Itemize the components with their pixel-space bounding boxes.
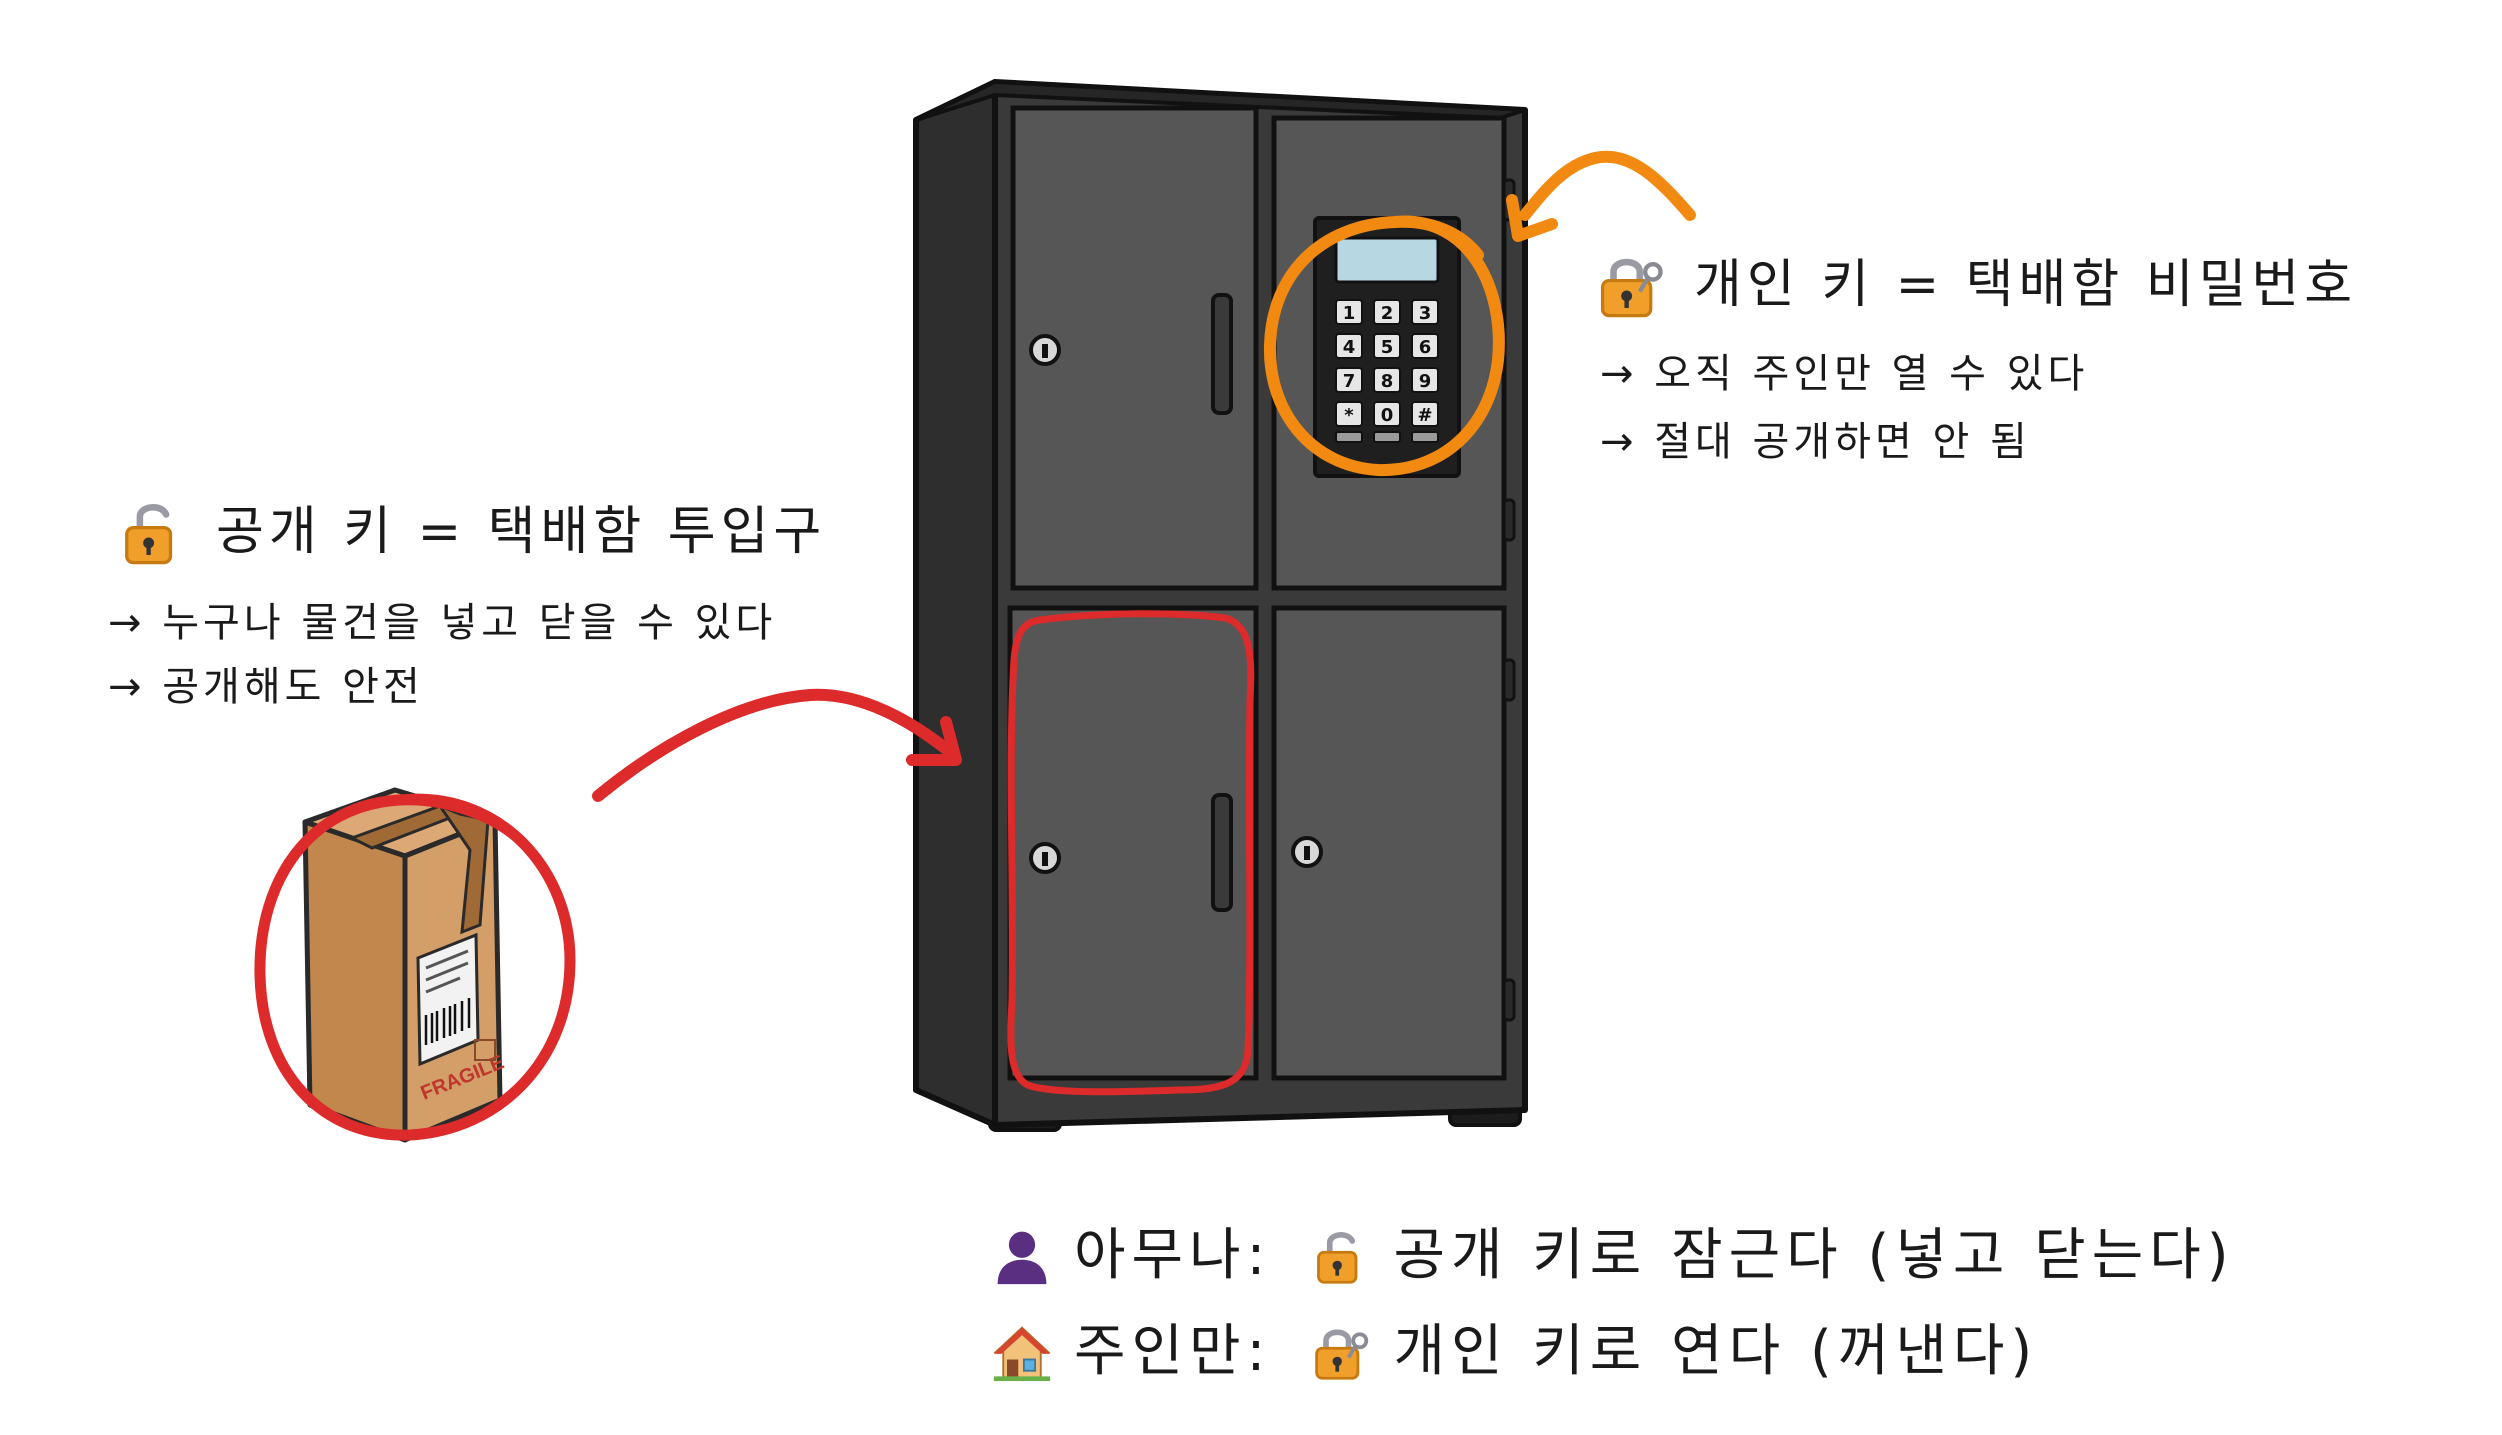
keypad-key (1373, 299, 1401, 325)
keypad-key-label: 2 (1381, 303, 1394, 324)
keypad-display (1334, 236, 1440, 284)
keypad-key (1411, 333, 1439, 359)
keypad-key (1335, 299, 1363, 325)
keypad-key-label: 6 (1419, 337, 1432, 358)
public-key-title: 공개 키 = 택배함 투입구 (118, 497, 826, 567)
unlocked-padlock-icon (1311, 1226, 1371, 1286)
keypad-key (1335, 401, 1363, 427)
legend-action-anyone: 공개 키로 잠근다 (넣고 닫는다) (1393, 1223, 2235, 1288)
private-key-line-1: → 오직 주인만 열 수 있다 (1600, 351, 2089, 397)
unlocked-padlock-icon (118, 497, 188, 567)
keypad-key (1335, 367, 1363, 393)
keypad-function-key (1411, 431, 1439, 443)
locker-side-panel (913, 79, 998, 1128)
handle-with-care-icon (474, 1039, 496, 1061)
door-handle (1211, 793, 1233, 912)
keyhole-slot (1042, 344, 1048, 358)
keypad-function-key (1373, 431, 1401, 443)
keypad-key-label: 9 (1419, 371, 1432, 392)
legend-action-owner: 개인 키로 연다 (꺼낸다) (1393, 1319, 2039, 1384)
legend-row-owner: 주인만: 개인 키로 연다 (꺼낸다) (992, 1318, 2038, 1385)
barcode-icon (424, 998, 471, 1045)
hinge (1502, 498, 1516, 542)
public-key-line-2: → 공개해도 안전 (108, 664, 424, 710)
private-key-title-text: 개인 키 = 택배함 비밀번호 (1694, 254, 2358, 315)
legend-who-owner: 주인만: (1074, 1319, 1272, 1384)
private-key-line-2: → 절대 공개하면 안 됨 (1600, 419, 2031, 465)
keypad-key-label: 5 (1381, 337, 1394, 358)
package-box: FRAGILE (302, 787, 507, 1143)
keypad-key (1411, 367, 1439, 393)
keypad-key-label: 4 (1343, 337, 1356, 358)
keypad-key-label: 8 (1381, 371, 1394, 392)
public-key-title-text: 공개 키 = 택배함 투입구 (216, 501, 827, 562)
locker-top (915, 79, 1526, 122)
locker-cabinet: 1 2 3 4 5 6 7 8 9 * 0 # (913, 79, 1528, 1132)
person-icon (992, 1226, 1052, 1286)
private-key-title: 개인 키 = 택배함 비밀번호 (1596, 250, 2357, 320)
keypad-key (1373, 333, 1401, 359)
red-arrow (592, 688, 962, 802)
legend-row-anyone: 아무나: 공개 키로 잠근다 (넣고 닫는다) (992, 1222, 2235, 1289)
keyhole-slot (1042, 852, 1048, 866)
keypad-key-label: * (1344, 405, 1354, 426)
hinge (1502, 658, 1516, 702)
door-handle (1211, 293, 1233, 415)
red-highlight-circle (254, 793, 576, 1141)
packing-tape (435, 802, 490, 935)
house-icon (992, 1322, 1052, 1382)
keypad-key-label: 7 (1343, 371, 1356, 392)
keypad-key-label: # (1417, 405, 1432, 426)
locked-padlock-with-key-icon (1596, 250, 1666, 320)
keypad-key (1373, 367, 1401, 393)
public-key-line-1: → 누구나 물건을 넣고 닫을 수 있다 (108, 600, 777, 646)
keypad-key-label: 3 (1419, 303, 1432, 324)
hinge (1502, 978, 1516, 1022)
locked-padlock-with-key-icon (1311, 1322, 1371, 1382)
keypad-key-label: 1 (1343, 303, 1356, 324)
keypad-key (1373, 401, 1401, 427)
keypad-key (1411, 401, 1439, 427)
keyhole-slot (1304, 846, 1310, 860)
keypad-function-key (1335, 431, 1363, 443)
keypad-key (1335, 333, 1363, 359)
orange-arrow (1506, 150, 1696, 242)
legend-who-anyone: 아무나: (1074, 1223, 1272, 1288)
keypad: 1 2 3 4 5 6 7 8 9 * 0 # (1313, 216, 1461, 478)
red-highlight-outline (1007, 610, 1255, 1096)
orange-highlight-circle (1263, 215, 1505, 477)
keypad-key-label: 0 (1381, 405, 1394, 426)
keypad-key (1411, 299, 1439, 325)
